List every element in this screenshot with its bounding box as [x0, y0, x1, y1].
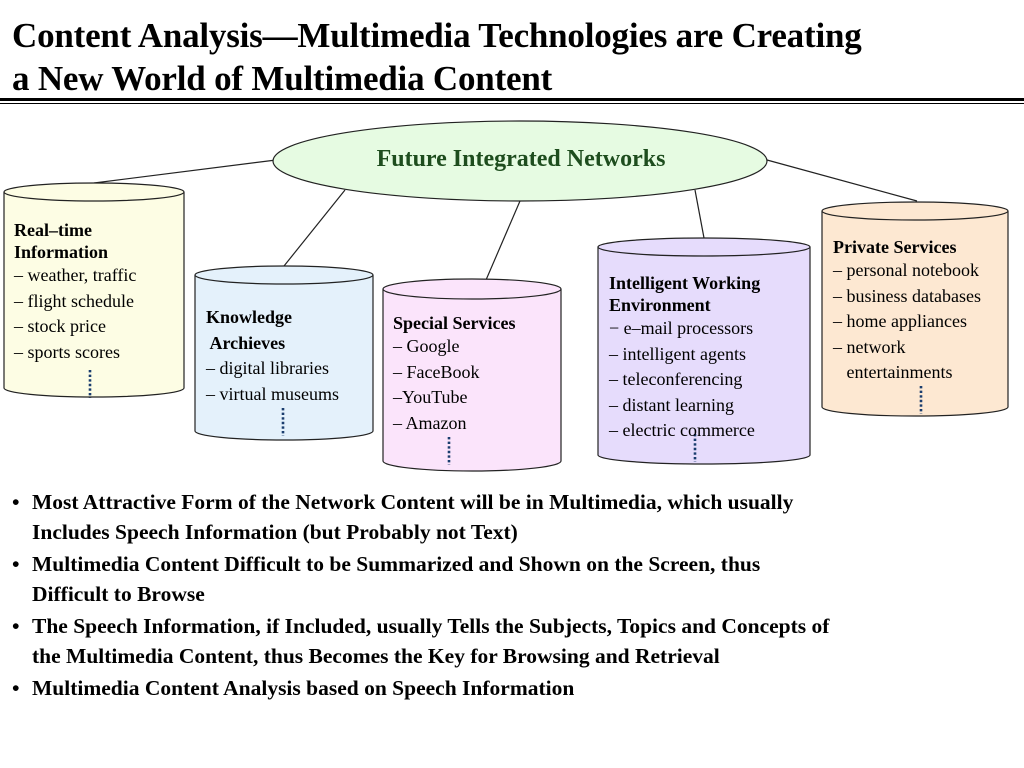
bullet-dot-icon: •	[12, 676, 20, 700]
realtime-item: – sports scores	[14, 341, 120, 362]
realtime-text: Real–time Information – weather, traffic…	[14, 219, 136, 365]
realtime-item: – weather, traffic	[14, 265, 137, 285]
cylinder-special	[382, 278, 562, 472]
bullet-item: • Most Attractive Form of the Network Co…	[12, 488, 1012, 547]
private-heading: Private Services	[833, 237, 957, 257]
bullet-dot-icon: •	[12, 552, 20, 576]
bullet-list: • Most Attractive Form of the Network Co…	[12, 488, 1012, 707]
intelligent-item: – distant learning	[609, 394, 734, 415]
bullet-dot-icon: •	[12, 490, 20, 514]
intelligent-item: – electric commerce	[609, 420, 755, 440]
special-text: Special Services – Google – FaceBook –Yo…	[393, 312, 515, 436]
realtime-item: – flight schedule	[14, 290, 134, 311]
intelligent-heading-1: Intelligent Working	[609, 273, 761, 293]
slide-title-line-1: Content Analysis—Multimedia Technologies…	[12, 16, 862, 55]
cylinder-realtime	[3, 182, 185, 398]
knowledge-heading-2: Archieves	[206, 333, 286, 353]
cylinder-private	[821, 201, 1009, 417]
hub-label: Future Integrated Networks	[376, 146, 666, 172]
private-item: – network	[833, 336, 906, 357]
private-item: entertainments	[833, 362, 953, 382]
connector-intelligent	[694, 189, 705, 239]
ellipsis-dots	[88, 370, 923, 465]
bullet-item: • Multimedia Content Analysis based on S…	[12, 674, 1012, 704]
connector-realtime	[93, 159, 277, 184]
intelligent-text: Intelligent Working Environment − e–mail…	[609, 272, 760, 444]
private-item: – personal notebook	[833, 260, 979, 280]
connector-special	[485, 200, 521, 281]
special-heading: Special Services	[393, 313, 516, 333]
bullet-line: Multimedia Content Difficult to be Summa…	[32, 552, 761, 576]
special-item: – Google	[393, 336, 460, 356]
bullet-item: • Multimedia Content Difficult to be Sum…	[12, 550, 1012, 609]
intelligent-item: − e–mail processors	[609, 318, 754, 338]
connector-private	[766, 159, 918, 202]
bullet-line: Includes Speech Information (but Probabl…	[32, 519, 518, 544]
connector-lines	[93, 159, 918, 281]
private-item: – home appliances	[833, 311, 967, 331]
bullet-item: • The Speech Information, if Included, u…	[12, 612, 1012, 671]
intelligent-item: – teleconferencing	[609, 369, 743, 389]
realtime-heading-1: Real–time	[14, 220, 92, 240]
knowledge-item: – virtual museums	[206, 383, 339, 404]
bullet-line: the Multimedia Content, thus Becomes the…	[32, 643, 720, 668]
bullet-line: The Speech Information, if Included, usu…	[32, 614, 830, 638]
realtime-heading-2: Information	[14, 242, 108, 262]
bullet-line: Most Attractive Form of the Network Cont…	[32, 490, 794, 514]
special-item: – Amazon	[393, 412, 467, 433]
title-rule-thin	[0, 103, 1024, 104]
realtime-item: – stock price	[14, 316, 106, 336]
special-item: –YouTube	[393, 387, 468, 407]
private-text: Private Services – personal notebook – b…	[833, 236, 981, 386]
title-rule-thick	[0, 98, 1024, 101]
intelligent-item: – intelligent agents	[609, 343, 746, 364]
knowledge-item: – digital libraries	[206, 358, 329, 378]
knowledge-text: Knowledge Archieves – digital libraries …	[206, 304, 339, 407]
intelligent-heading-2: Environment	[609, 295, 711, 315]
slide-title: Content Analysis—Multimedia Technologies…	[12, 14, 1017, 100]
bullet-dot-icon: •	[12, 614, 20, 638]
cylinder-intelligent	[597, 237, 811, 465]
slide-title-line-2: a New World of Multimedia Content	[12, 59, 553, 98]
connector-knowledge	[283, 189, 346, 267]
bullet-line: Difficult to Browse	[32, 581, 205, 606]
private-item: – business databases	[833, 285, 981, 306]
bullet-line: Multimedia Content Analysis based on Spe…	[32, 676, 575, 700]
network-diagram	[3, 120, 1009, 472]
knowledge-heading-1: Knowledge	[206, 307, 293, 327]
hub-ellipse	[272, 120, 768, 202]
special-item: – FaceBook	[393, 361, 480, 382]
cylinder-knowledge	[194, 265, 374, 441]
